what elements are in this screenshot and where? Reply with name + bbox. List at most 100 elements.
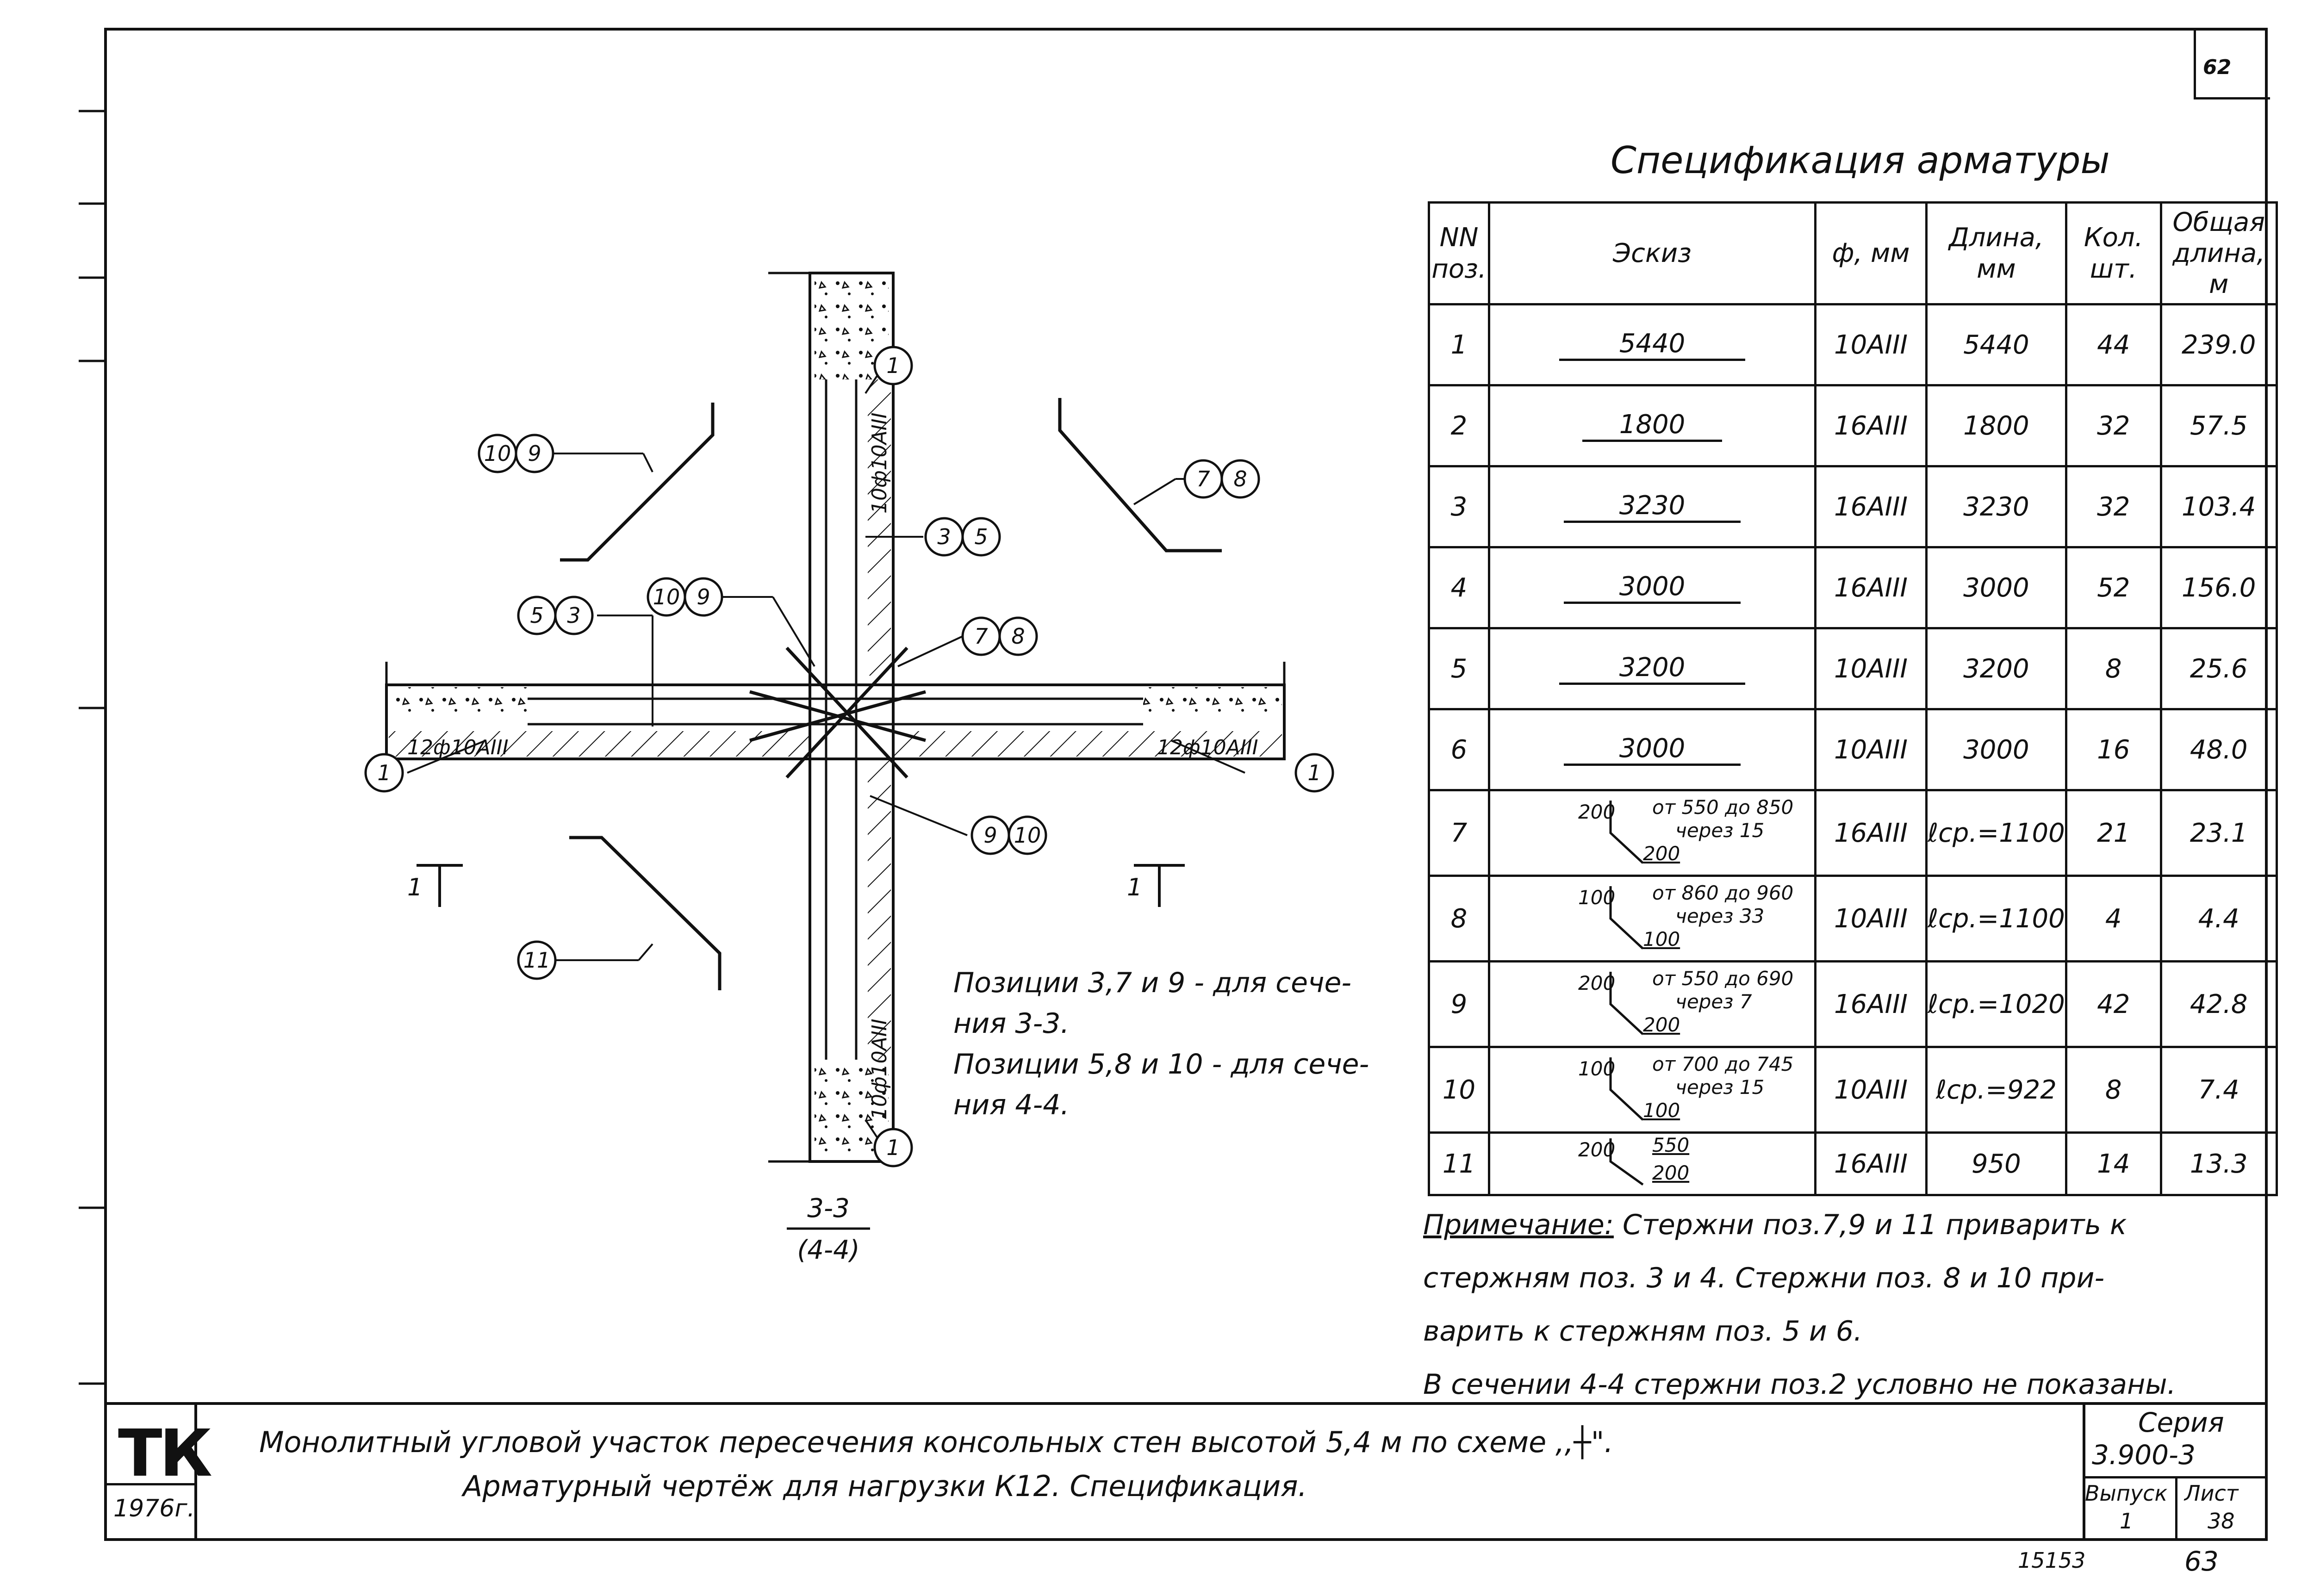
callout-9b: 9 — [697, 584, 710, 609]
cell-sketch: 3000 — [1488, 708, 1816, 791]
issue-label: Выпуск — [2085, 1481, 2168, 1506]
note-line-2: стержням поз. 3 и 4. Стержни поз. 8 и 10… — [1423, 1262, 2105, 1294]
reinforcement-drawing: 10 9 7 8 3 5 5 3 10 9 7 8 9 10 11 1 1 1 … — [364, 272, 1334, 1265]
cell-diameter: 16АIII — [1814, 960, 1928, 1048]
note-block: Примечание: Стержни поз.7,9 и 11 привари… — [1423, 1199, 2176, 1411]
sheet-number: 62 — [2203, 56, 2232, 79]
table-row: 4 3000 16АIII 3000 52 156.0 — [1428, 546, 2278, 629]
year: 1976г. — [113, 1495, 195, 1522]
cell-diameter: 10АIII — [1814, 875, 1928, 963]
header-length: Длина, мм — [1925, 201, 2067, 305]
cell-sketch: 200 от 550 до 690 через 7 200 — [1488, 960, 1816, 1048]
cell-length: 3000 — [1925, 708, 2067, 791]
callout-1-right: 1 — [1307, 760, 1321, 785]
callout-10a: 10 — [484, 441, 511, 466]
cell-diameter: 16АIII — [1814, 384, 1928, 467]
cell-total: 23.1 — [2159, 789, 2278, 877]
sketch-length: 3000 — [1563, 571, 1741, 604]
cell-total: 48.0 — [2159, 708, 2278, 791]
archive-number: 15153 — [2018, 1548, 2086, 1573]
sketch-length: 3000 — [1563, 733, 1741, 766]
sketch-step: через 7 — [1675, 990, 1752, 1013]
title-line-2: Арматурный чертёж для нагрузки К12. Спец… — [463, 1469, 1307, 1503]
cell-pos: 7 — [1428, 789, 1490, 877]
cell-count: 42 — [2065, 960, 2162, 1048]
header-pos: NN поз. — [1428, 201, 1490, 305]
cell-total: 156.0 — [2159, 546, 2278, 629]
sketch-length: 5440 — [1559, 329, 1746, 361]
cell-total: 13.3 — [2159, 1131, 2278, 1196]
cell-pos: 5 — [1428, 627, 1490, 710]
sketch-leg: 200 — [1578, 801, 1616, 823]
table-row: 3 3230 16АIII 3230 32 103.4 — [1428, 465, 2278, 548]
issue-value: 1 — [2120, 1509, 2134, 1534]
cell-count: 4 — [2065, 875, 2162, 963]
cell-total: 42.8 — [2159, 960, 2278, 1048]
cell-count: 32 — [2065, 384, 2162, 467]
bar-label-vertical-bottom: 10ф10АIII — [868, 1018, 891, 1120]
cell-pos: 8 — [1428, 875, 1490, 963]
title-line-1: Монолитный угловой участок пересечения к… — [259, 1425, 1613, 1459]
cell-diameter: 10АIII — [1814, 708, 1928, 791]
callout-1-left: 1 — [377, 760, 391, 785]
sketch-length: 1800 — [1582, 410, 1723, 442]
positions-note-line-3: Позиции 5,8 и 10 - для сече- — [953, 1048, 1369, 1081]
cell-length: 1800 — [1925, 384, 2067, 467]
cell-pos: 2 — [1428, 384, 1490, 467]
bent-bar-11 — [569, 836, 722, 990]
cell-count: 14 — [2065, 1131, 2162, 1196]
sketch-leg: 200 — [1578, 972, 1616, 994]
cell-count: 32 — [2065, 465, 2162, 548]
header-diameter: ф, мм — [1814, 201, 1928, 305]
cell-count: 8 — [2065, 1046, 2162, 1134]
cell-length: 3000 — [1925, 546, 2067, 629]
table-row: 10 100 от 700 до 745 через 15 100 10АIII… — [1428, 1046, 2278, 1134]
positions-note-line-4: ния 4-4. — [953, 1089, 1070, 1121]
sketch-leg: 200 — [1578, 1138, 1616, 1161]
spec-header-row: NN поз. Эскиз ф, мм Длина, мм Кол. шт. О… — [1428, 201, 2278, 305]
spec-table: NN поз. Эскиз ф, мм Длина, мм Кол. шт. О… — [1428, 201, 2278, 1196]
sketch-base: 200 — [1652, 1161, 1690, 1184]
positions-note: Позиции 3,7 и 9 - для сече- ния 3-3. Поз… — [953, 963, 1369, 1125]
bar-label-right: 12ф10АIII — [1157, 736, 1258, 759]
header-total: Общая длина, м — [2159, 201, 2278, 305]
cell-length: ℓср.=922 — [1925, 1046, 2067, 1134]
sketch-range: от 550 до 850 — [1652, 796, 1794, 819]
sketch-length: 3200 — [1559, 652, 1746, 685]
cell-diameter: 10АIII — [1814, 303, 1928, 386]
sketch-range: от 700 до 745 — [1652, 1053, 1794, 1075]
table-row: 6 3000 10АIII 3000 16 48.0 — [1428, 708, 2278, 791]
header-count: Кол. шт. — [2065, 201, 2162, 305]
sketch-leg: 100 — [1578, 886, 1616, 909]
cell-sketch: 5440 — [1488, 303, 1816, 386]
table-row: 1 5440 10АIII 5440 44 239.0 — [1428, 303, 2278, 386]
cell-pos: 3 — [1428, 465, 1490, 548]
callout-3b: 3 — [567, 603, 580, 628]
table-row: 5 3200 10АIII 3200 8 25.6 — [1428, 627, 2278, 710]
callout-1-top: 1 — [886, 353, 900, 378]
callout-5a: 5 — [974, 524, 988, 549]
series-value: 3.900-3 — [2092, 1439, 2196, 1471]
cell-sketch: 200 от 550 до 850 через 15 200 — [1488, 789, 1816, 877]
cell-length: 5440 — [1925, 303, 2067, 386]
callout-5b: 5 — [530, 603, 543, 628]
table-row: 8 100 от 860 до 960 через 33 100 10АIII … — [1428, 875, 2278, 963]
cell-sketch: 200 550 200 — [1488, 1131, 1816, 1196]
callout-10c: 10 — [1014, 823, 1041, 848]
callout-11: 11 — [523, 948, 551, 973]
bent-bar-7-8 — [1058, 398, 1222, 553]
sketch-step: через 33 — [1675, 905, 1765, 927]
cell-sketch: 3000 — [1488, 546, 1816, 629]
title-block-divider-right — [2083, 1402, 2085, 1541]
callout-10b: 10 — [653, 584, 680, 609]
callout-7a: 7 — [1196, 466, 1210, 491]
cell-diameter: 16АIII — [1814, 465, 1928, 548]
org-logo: ТК — [118, 1416, 212, 1491]
title-block-divider-year — [104, 1483, 197, 1485]
cell-pos: 10 — [1428, 1046, 1490, 1134]
cell-diameter: 16АIII — [1814, 546, 1928, 629]
sketch-step: через 15 — [1675, 819, 1765, 842]
title-block-top-line — [104, 1402, 2268, 1405]
sketch-base: 100 — [1643, 1099, 1680, 1122]
cell-sketch: 3230 — [1488, 465, 1816, 548]
